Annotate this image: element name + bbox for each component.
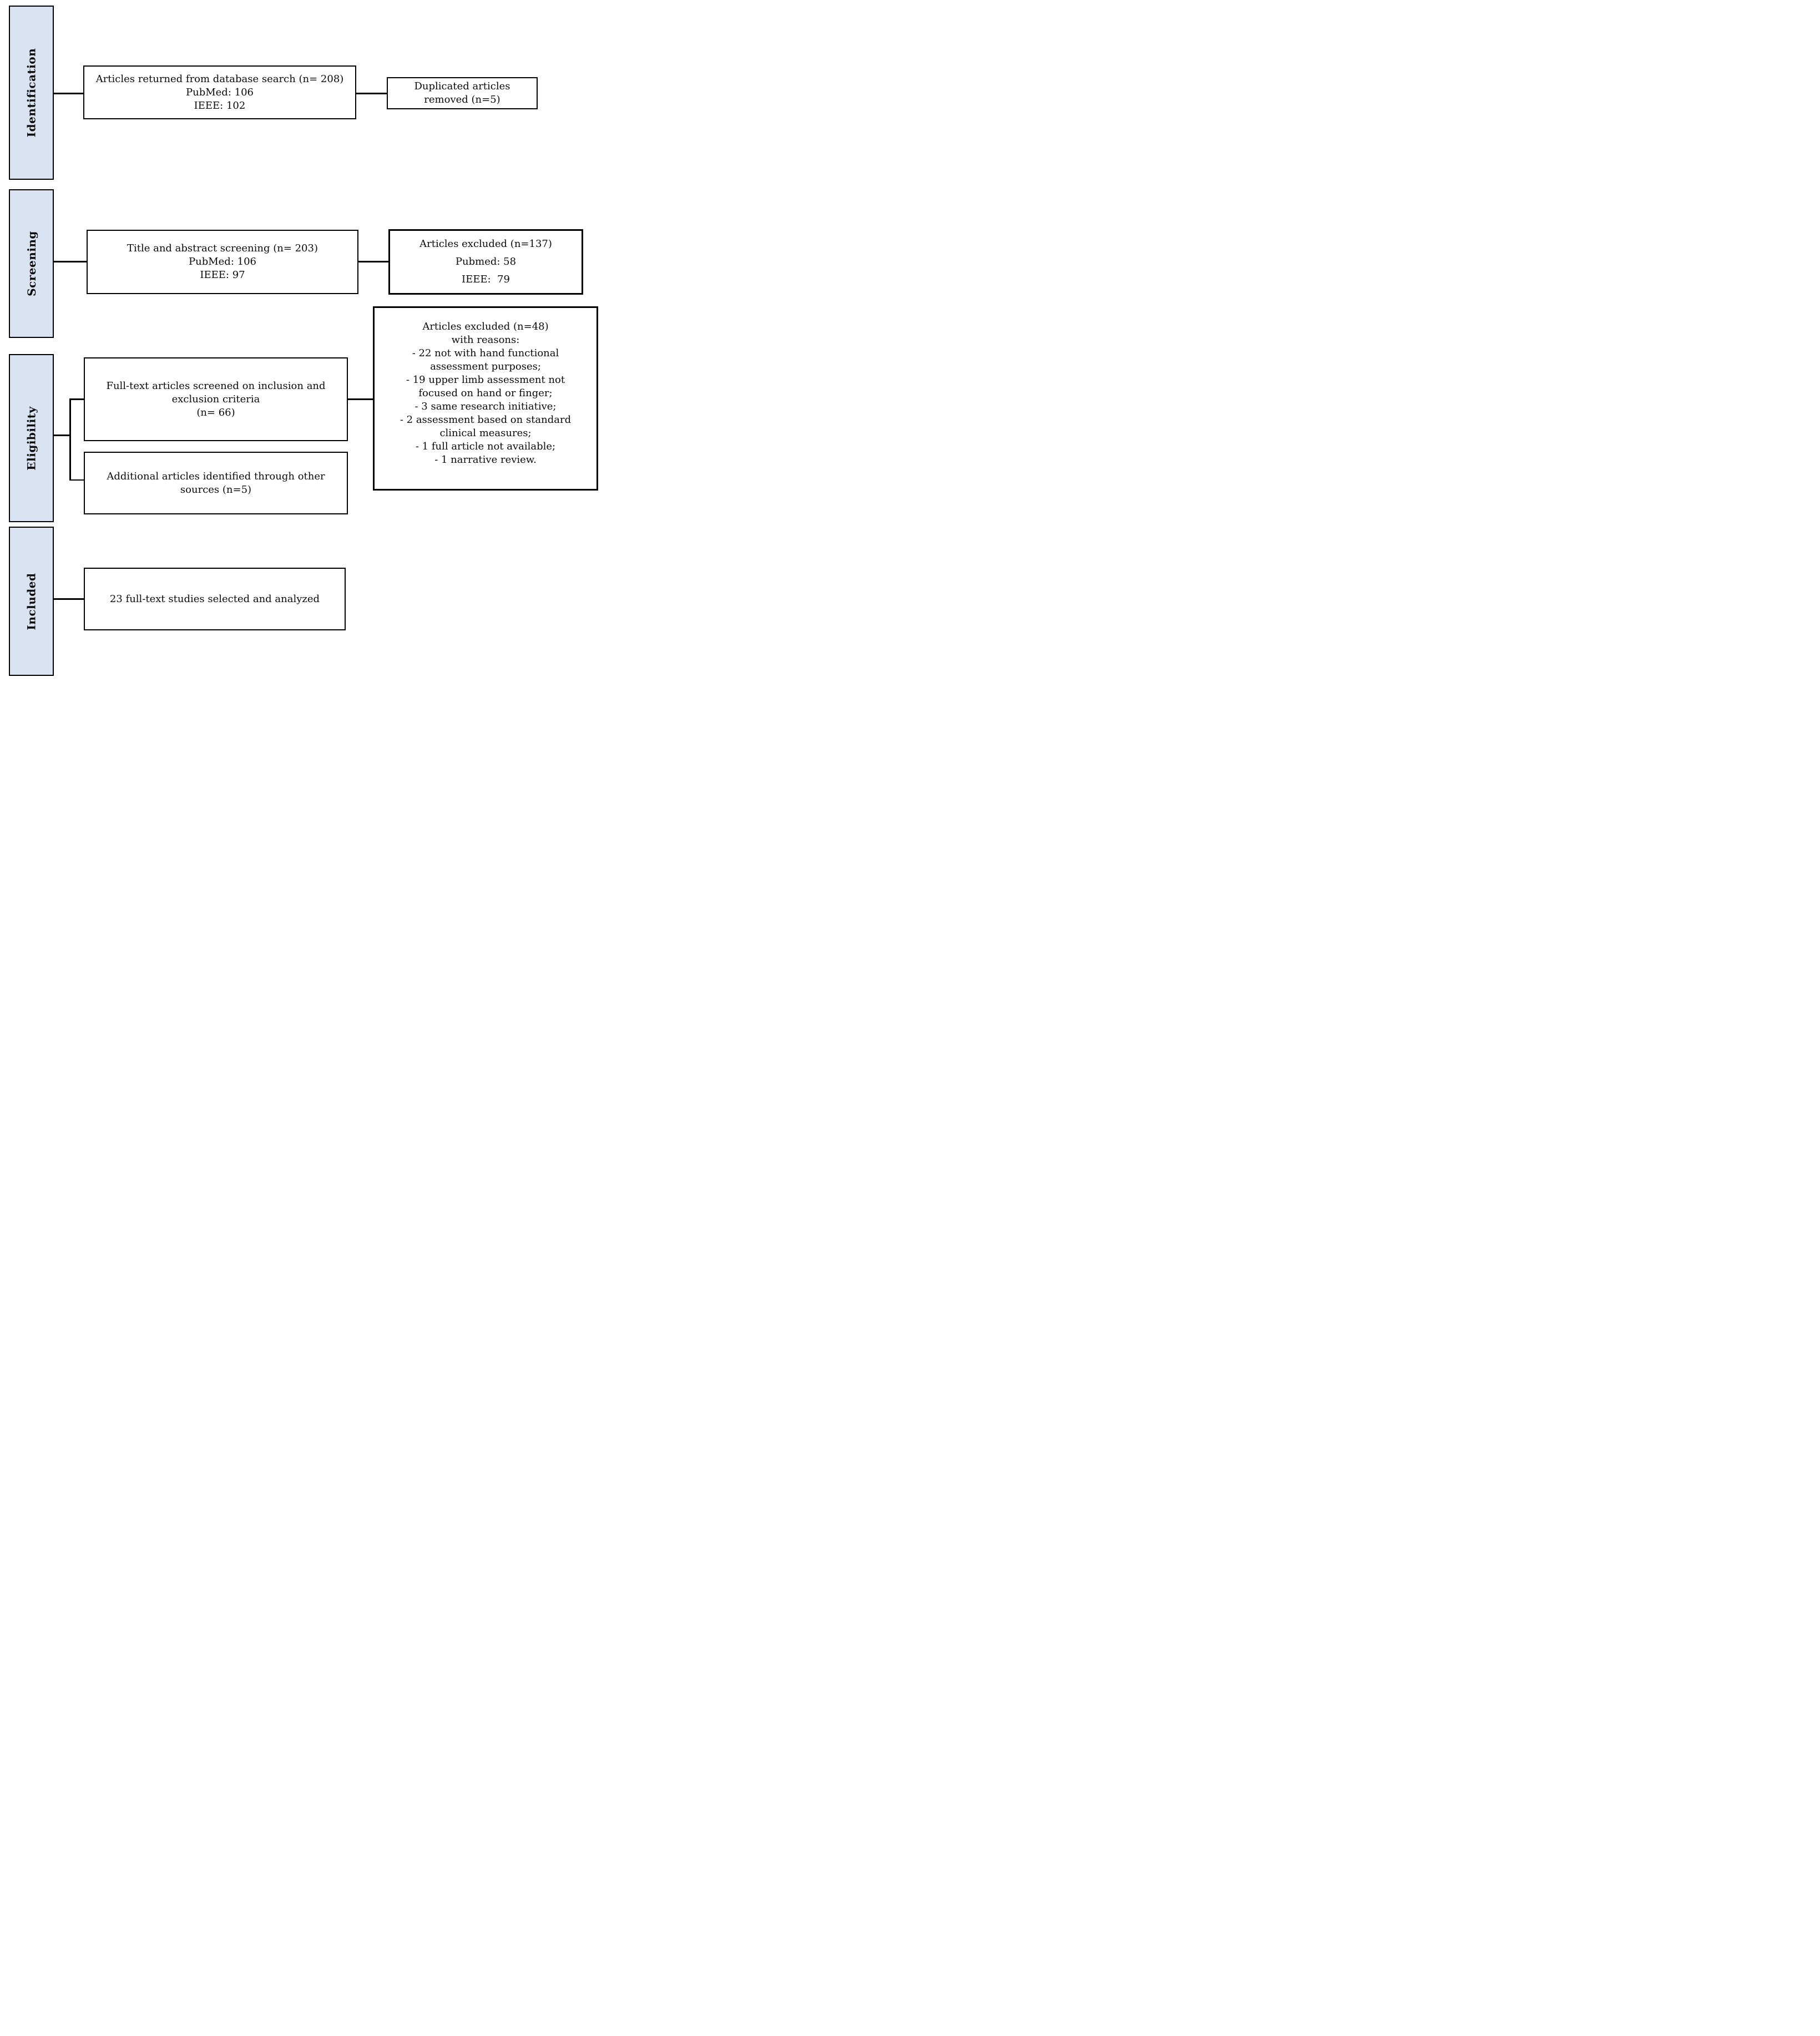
box-line: Pubmed: 58 bbox=[455, 256, 517, 267]
box-line: PubMed: 106 bbox=[186, 86, 254, 98]
connector-eligibility-bracket bbox=[69, 398, 71, 481]
stage-identification: Identification bbox=[9, 6, 54, 180]
box-line: focused on hand or finger; bbox=[418, 387, 553, 399]
box-line: Duplicated articles bbox=[414, 80, 510, 92]
box-eligibility-excluded: Articles excluded (n=48) with reasons: -… bbox=[373, 306, 598, 491]
box-line: - 22 not with hand functional bbox=[412, 347, 559, 359]
box-line: exclusion criteria bbox=[171, 393, 260, 405]
box-included-studies: 23 full-text studies selected and analyz… bbox=[84, 568, 346, 630]
box-line: removed (n=5) bbox=[424, 94, 501, 105]
box-line: IEEE: 97 bbox=[200, 269, 245, 281]
stage-screening: Screening bbox=[9, 189, 54, 338]
connector-included-to-studies bbox=[54, 598, 84, 600]
box-line: - 1 narrative review. bbox=[434, 454, 537, 466]
stage-eligibility: Eligibility bbox=[9, 354, 54, 522]
stage-screening-label: Screening bbox=[24, 231, 38, 296]
connector-eligibility-stub bbox=[54, 435, 70, 436]
box-line: Title and abstract screening (n= 203) bbox=[127, 242, 318, 254]
connector-identification-to-search bbox=[54, 93, 83, 94]
box-line: IEEE: 79 bbox=[462, 274, 510, 285]
box-line: - 3 same research initiative; bbox=[414, 401, 557, 412]
box-full-text-screened: Full-text articles screened on inclusion… bbox=[84, 357, 348, 441]
prisma-flow-diagram: Identification Screening Eligibility Inc… bbox=[0, 0, 607, 679]
box-line: - 19 upper limb assessment not bbox=[406, 374, 565, 386]
box-duplicates-removed: Duplicated articles removed (n=5) bbox=[387, 77, 538, 109]
box-line: PubMed: 106 bbox=[189, 256, 256, 267]
stage-included-label: Included bbox=[24, 573, 38, 630]
box-line: Full-text articles screened on inclusion… bbox=[106, 380, 326, 392]
connector-title-abstract-to-excluded bbox=[358, 261, 388, 262]
stage-identification-label: Identification bbox=[24, 48, 38, 138]
box-line: with reasons: bbox=[451, 334, 520, 346]
box-database-search: Articles returned from database search (… bbox=[83, 65, 356, 119]
stage-included: Included bbox=[9, 527, 54, 676]
box-line: Articles excluded (n=48) bbox=[422, 321, 549, 332]
box-line: clinical measures; bbox=[439, 427, 532, 439]
box-additional-articles: Additional articles identified through o… bbox=[84, 452, 348, 514]
connector-bracket-to-additional bbox=[69, 479, 84, 481]
box-line: - 1 full article not available; bbox=[415, 441, 556, 452]
box-line: Articles returned from database search (… bbox=[95, 73, 344, 85]
box-line: Articles excluded (n=137) bbox=[419, 238, 552, 250]
box-line: - 2 assessment based on standard bbox=[400, 414, 572, 426]
connector-fulltext-to-reasons bbox=[348, 398, 373, 400]
connector-search-to-duplicates bbox=[356, 93, 387, 94]
connector-bracket-to-fulltext bbox=[69, 398, 84, 400]
box-line: IEEE: 102 bbox=[194, 99, 246, 112]
box-line: (n= 66) bbox=[196, 406, 235, 418]
box-screening-excluded: Articles excluded (n=137) Pubmed: 58 IEE… bbox=[388, 229, 583, 295]
box-line: assessment purposes; bbox=[430, 361, 541, 372]
stage-eligibility-label: Eligibility bbox=[24, 406, 38, 471]
box-line: Additional articles identified through o… bbox=[107, 470, 325, 482]
box-line: 23 full-text studies selected and analyz… bbox=[109, 593, 320, 605]
box-title-abstract-screening: Title and abstract screening (n= 203) Pu… bbox=[87, 230, 358, 294]
box-line: sources (n=5) bbox=[180, 483, 252, 496]
connector-screening-to-title-abstract bbox=[54, 261, 87, 262]
